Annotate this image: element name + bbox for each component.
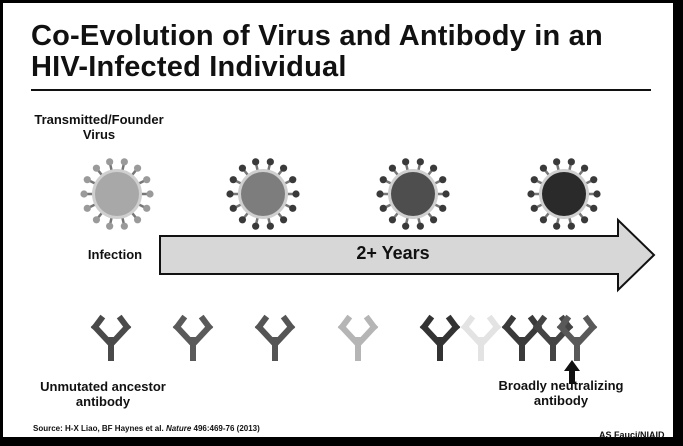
antibody-icon	[418, 313, 462, 361]
transmitted-founder-label: Transmitted/Founder Virus	[31, 112, 167, 142]
source-journal: Nature	[166, 424, 191, 433]
antibody-icon	[336, 313, 380, 361]
broadly-neutralizing-antibody-icon	[555, 313, 599, 361]
source-authors: Source: H-X Liao, BF Haynes et al.	[33, 424, 164, 433]
founder-virus-icon	[79, 156, 155, 232]
antibody-icon	[89, 313, 133, 361]
infection-label: Infection	[83, 247, 147, 262]
antibody-icon	[253, 313, 297, 361]
slide-title: Co-Evolution of Virus and Antibody in an…	[31, 21, 651, 83]
antibody-icon	[459, 313, 503, 361]
source-ref: 496:469-76 (2013)	[194, 424, 260, 433]
antibody-icon	[171, 313, 215, 361]
slide: Co-Evolution of Virus and Antibody in an…	[0, 0, 676, 440]
credit-label: AS Fauci/NIAID	[599, 430, 665, 440]
source-citation: Source: H-X Liao, BF Haynes et al. Natur…	[33, 424, 260, 433]
bnab-label: Broadly neutralizing antibody	[483, 378, 639, 408]
timeline-label: 2+ Years	[333, 243, 453, 264]
title-divider	[31, 89, 651, 91]
ancestor-antibody-label: Unmutated ancestor antibody	[25, 379, 181, 409]
